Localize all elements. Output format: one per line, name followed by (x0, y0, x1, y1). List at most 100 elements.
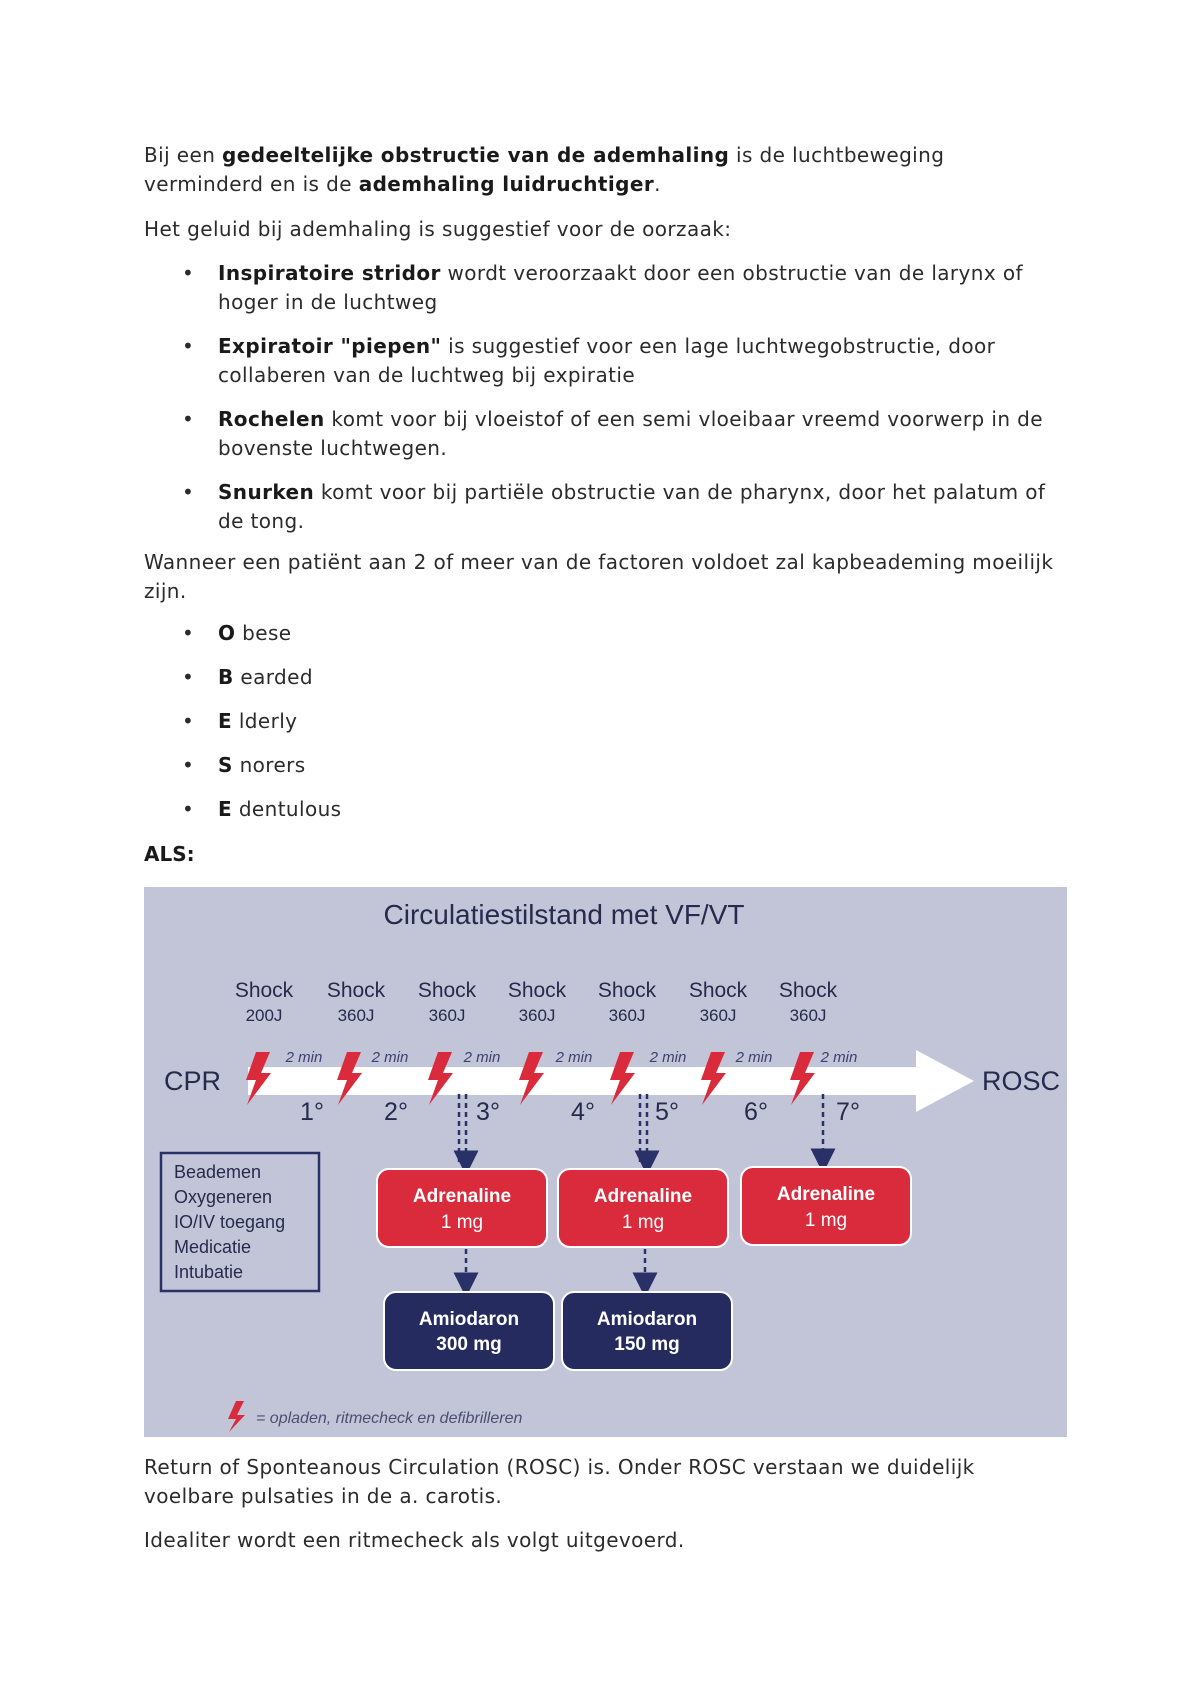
list-item: • E dentulous (144, 795, 1064, 824)
rosc-label: ROSC (982, 1066, 1060, 1096)
list-item-text: wordt veroorzaakt door een obstructie va… (218, 261, 1023, 314)
cycle-label: 3° (476, 1098, 500, 1126)
list-item-term: Inspiratoire stridor (218, 261, 441, 285)
bullet-icon: • (182, 797, 195, 821)
shock-bolt-icon (790, 1052, 815, 1105)
shock-bolt-icon (519, 1052, 544, 1105)
bmv-intro: Wanneer een patiënt aan 2 of meer van de… (144, 550, 1054, 603)
list-item-text: earded (233, 665, 313, 689)
intro-bold-term: gedeeltelijke obstructie van de ademhali… (222, 143, 730, 167)
action-item: Medicatie (174, 1237, 251, 1257)
list-item: •E lderly (144, 707, 1064, 736)
shock-labels: Shock 200J Shock 360J Shock 360J Shock 360J Shoc… (235, 979, 838, 1025)
shock-bolt-icon (701, 1052, 726, 1105)
interval-label: 2 min (371, 1049, 409, 1066)
shock-bolt-icon (337, 1052, 362, 1105)
bullet-icon: • (182, 753, 195, 777)
list-item: • Inspiratoire stridor wordt veroorzaakt … (144, 259, 1064, 317)
interval-label: 2 min (555, 1049, 593, 1066)
list-item-letter: E (218, 797, 233, 821)
shock-label: Shock (779, 979, 838, 1002)
intro-bold-term: ademhaling luidruchtiger (358, 172, 655, 196)
interval-label: 2 min (820, 1049, 858, 1066)
bullet-icon: • (182, 621, 195, 645)
interval-label: 2 min (285, 1049, 323, 1066)
interval-label: 2 min (735, 1049, 773, 1066)
list-item-term: Snurken (218, 480, 315, 504)
list-item: • S norers (144, 751, 1064, 780)
bullet-icon: • (182, 261, 195, 285)
shock-bolt-icon (428, 1052, 453, 1105)
shock-energy: 360J (429, 1006, 466, 1025)
list-item-text: komt voor bij partiële obstructie van de… (218, 480, 1046, 533)
shock-energy: 360J (700, 1006, 737, 1025)
cycle-label: 5° (655, 1098, 679, 1126)
shock-energy: 360J (338, 1006, 375, 1025)
list-item-text: bese (235, 621, 292, 645)
shock-label: Shock (508, 979, 567, 1002)
amiodaron-box: Amiodaron 150 mg (561, 1291, 733, 1371)
list-item: • B earded (144, 663, 1064, 692)
rhythm-paragraph: Idealiter wordt een ritmecheck als volgt… (144, 1528, 685, 1552)
bullet-icon: • (182, 480, 195, 504)
shock-energy: 360J (609, 1006, 646, 1025)
adrenaline-name: Adrenaline (413, 1186, 511, 1207)
als-diagram: Circulatiestilstand met VF/VT Shock200JS… (144, 887, 1067, 1437)
adrenaline-dose: 1 mg (441, 1212, 483, 1233)
actions-box (159, 1151, 321, 1293)
adrenaline-dose: 1 mg (805, 1210, 847, 1231)
list-item-text: is suggestief voor een lage luchtwegobst… (218, 334, 996, 387)
shock-label: Shock (598, 979, 657, 1002)
list-item: • Snurken komt voor bij partiële obstruct… (144, 478, 1064, 536)
diagram-title: Circulatiestilstand met VF/VT (384, 899, 745, 930)
cycle-labels: 1°2°3°4°5°6°7° (300, 1098, 860, 1126)
cycle-label: 7° (836, 1098, 860, 1126)
adrenaline-dose: 1 mg (622, 1212, 664, 1233)
rosc-paragraph: Return of Sponteanous Circulation (ROSC)… (144, 1455, 975, 1508)
list-item-text: norers (232, 753, 306, 777)
amiodaron-name: Amiodaron (419, 1309, 519, 1330)
sound-intro: Het geluid bij ademhaling is suggestief … (144, 217, 732, 241)
shock-bolts (246, 1052, 815, 1105)
list-item-letter: S (218, 753, 233, 777)
bullet-icon: • (182, 709, 195, 733)
timeline-arrow (248, 1050, 974, 1112)
shock-bolt-icon (610, 1052, 635, 1105)
obese-list: •O bese •B earded •E lderly •S norers •E… (144, 619, 1064, 839)
bullet-icon: • (182, 407, 195, 431)
intro-text: Bij een (144, 143, 223, 167)
list-item: • Expiratoir "piepen" is suggestief voor … (144, 332, 1064, 390)
shock-bolt-icon (246, 1052, 271, 1105)
list-item-text: dentulous (232, 797, 342, 821)
list-item-text: komt voor bij vloeistof of een semi vloe… (218, 407, 1043, 460)
amiodaron-dose: 150 mg (614, 1334, 679, 1355)
intro-text: . (654, 172, 661, 196)
list-item-letter: B (218, 665, 234, 689)
bullet-icon: • (182, 665, 195, 689)
amiodaron-box: Amiodaron 300 mg (383, 1291, 555, 1371)
intro-paragraph: Bij een gedeeltelijke obstructie van de … (144, 141, 1064, 199)
cpr-label: CPR (164, 1066, 221, 1096)
list-item-term: Rochelen (218, 407, 325, 431)
shock-energy: 360J (519, 1006, 556, 1025)
legend-text: = opladen, ritmecheck en defibrilleren (256, 1410, 522, 1427)
list-item: • Rochelen komt voor bij vloeistof of een… (144, 405, 1064, 463)
cycle-label: 4° (571, 1098, 595, 1126)
bullet-icon: • (182, 334, 195, 358)
sound-list: • Inspiratoire stridor wordt veroorzaakt … (144, 259, 1064, 551)
shock-energy: 200J (246, 1006, 283, 1025)
shock-label: Shock (418, 979, 477, 1002)
defibrillation-bolt-icon (228, 1401, 245, 1432)
list-item-letter: O (218, 621, 236, 645)
cycle-label: 6° (744, 1098, 768, 1126)
als-heading: ALS: (144, 842, 195, 866)
cycle-label: 2° (384, 1098, 408, 1126)
action-item: Beademen (174, 1162, 261, 1182)
shock-label: Shock (235, 979, 294, 1002)
list-item-term: Expiratoir "piepen" (218, 334, 442, 358)
shock-label: Shock (689, 979, 748, 1002)
list-item-text: lderly (232, 709, 298, 733)
